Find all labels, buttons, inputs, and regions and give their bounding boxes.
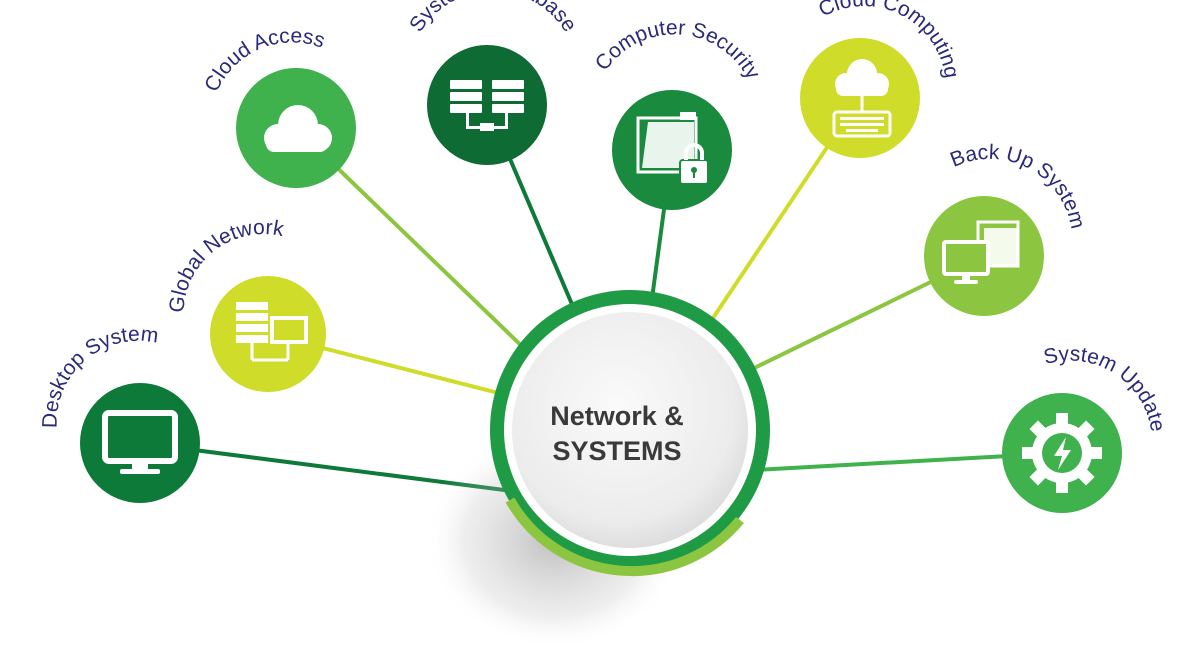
database-servers-icon [450, 80, 524, 131]
node-desktop-system[interactable]: Desktop System [38, 322, 200, 503]
gear-update-icon [1022, 413, 1102, 493]
folder-lock-icon [636, 112, 709, 185]
center-title-line2: SYSTEMS [552, 436, 681, 466]
server-monitor-icon [236, 302, 308, 362]
node-system-update[interactable]: System Update [1002, 342, 1169, 513]
node-circle-sysdb [427, 45, 547, 165]
node-circle-desktop [80, 383, 200, 503]
center-hub: Network & SYSTEMS [425, 290, 770, 650]
node-global-network[interactable]: Global Network [165, 216, 326, 392]
node-cloud-computing[interactable]: Cloud Computing [800, 0, 963, 158]
monitor-icon [102, 410, 178, 474]
backup-monitor-icon [942, 220, 1020, 284]
label-systems-database: Systems Database [405, 0, 581, 36]
node-circle-cloudcomp [800, 38, 920, 158]
label-computer-security: Computer Security [591, 16, 765, 83]
node-back-up-system[interactable]: Back Up System [924, 141, 1089, 316]
node-systems-database[interactable]: Systems Database [405, 0, 581, 165]
cloud-icon [264, 105, 332, 152]
center-title-line1: Network & [550, 401, 684, 431]
cloud-keyboard-icon [832, 59, 892, 138]
center-disc [512, 312, 748, 548]
node-circle-global [210, 276, 326, 392]
node-cloud-access[interactable]: Cloud Access [200, 24, 356, 188]
center-ring-accent [505, 497, 744, 577]
node-computer-security[interactable]: Computer Security [591, 16, 765, 210]
